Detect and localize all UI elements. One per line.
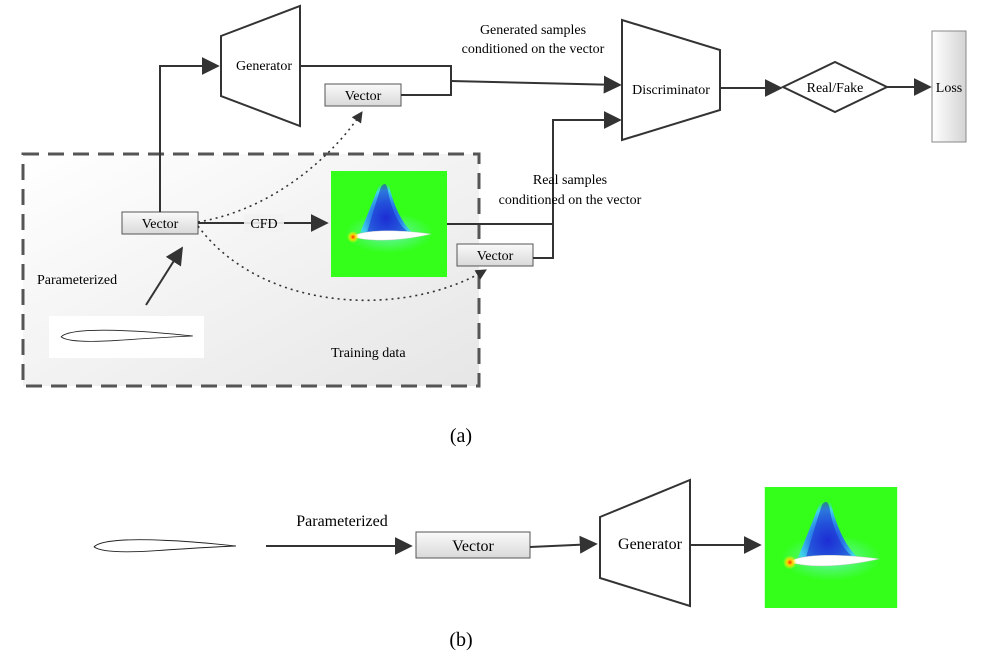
real-fake-diamond: Real/Fake	[780, 60, 890, 114]
vector-real-output-line	[533, 240, 554, 259]
vector-real-node: Vector	[456, 243, 534, 267]
loss-label: Loss	[936, 81, 962, 96]
airfoil-image-b	[93, 539, 237, 553]
parameterized-arrow-a	[145, 246, 183, 306]
vector-input-label: Vector	[142, 217, 179, 232]
caption-a: (a)	[450, 425, 472, 447]
dotted-link-to-real-vector	[197, 225, 487, 302]
vector-top-label: Vector	[345, 89, 382, 104]
panel-a: Training data Parameterized Vector CFD G…	[21, 4, 967, 447]
loss-box: Loss	[931, 30, 967, 143]
generator-a-label: Generator	[236, 59, 292, 74]
generated-samples-line1: Generated samples	[480, 23, 586, 38]
real-samples-line2: conditioned on the vector	[499, 193, 642, 208]
dotted-link-to-top-vector	[197, 111, 363, 223]
flow-field-image-a	[331, 171, 447, 277]
vector-top-output-line	[401, 81, 452, 96]
vector-to-generator-arrow	[159, 57, 220, 212]
generated-samples-line2: conditioned on the vector	[462, 42, 605, 57]
generator-a: Generator	[220, 4, 301, 128]
vector-b-node: Vector	[415, 531, 531, 559]
generator-b: Generator	[599, 478, 691, 608]
training-data-label: Training data	[331, 346, 406, 361]
discriminator-label: Discriminator	[632, 83, 710, 98]
real-fake-label: Real/Fake	[807, 81, 864, 96]
vector-input-node: Vector	[121, 211, 199, 235]
vector-to-generator-arrow-b	[529, 535, 598, 554]
vector-b-label: Vector	[452, 538, 494, 555]
caption-b: (b)	[449, 629, 472, 651]
discriminator: Discriminator	[621, 18, 721, 142]
airfoil-image-a	[49, 316, 204, 358]
parameterized-label-b: Parameterized	[296, 513, 388, 530]
flow-field-image-b	[764, 487, 898, 608]
real-samples-arrow	[552, 111, 622, 240]
generated-samples-arrow	[450, 75, 622, 94]
vector-top-node: Vector	[324, 83, 402, 107]
generator-output-line	[300, 65, 452, 81]
panel-b: Parameterized Vector Generator (b)	[93, 478, 898, 651]
generator-b-label: Generator	[618, 536, 683, 553]
vector-real-label: Vector	[477, 249, 514, 264]
real-samples-line1: Real samples	[533, 173, 607, 188]
parameterized-label-a: Parameterized	[37, 273, 117, 288]
cfd-label: CFD	[250, 217, 277, 232]
